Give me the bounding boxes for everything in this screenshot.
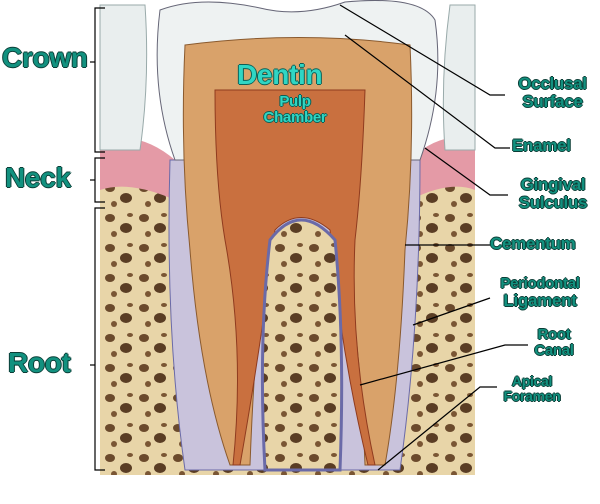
leader-lines [339,4,528,471]
label-cementum: Cementum [490,234,576,253]
label-enamel: Enamel [512,136,571,155]
brackets [90,7,105,471]
label-root: Root [8,347,71,378]
gum-right [410,137,475,200]
gum-left [100,137,175,200]
label-dentin: Dentin [237,59,323,90]
label-crown: Crown [2,42,88,73]
label-neck: Neck [5,162,71,193]
pulp-chamber [214,89,376,466]
